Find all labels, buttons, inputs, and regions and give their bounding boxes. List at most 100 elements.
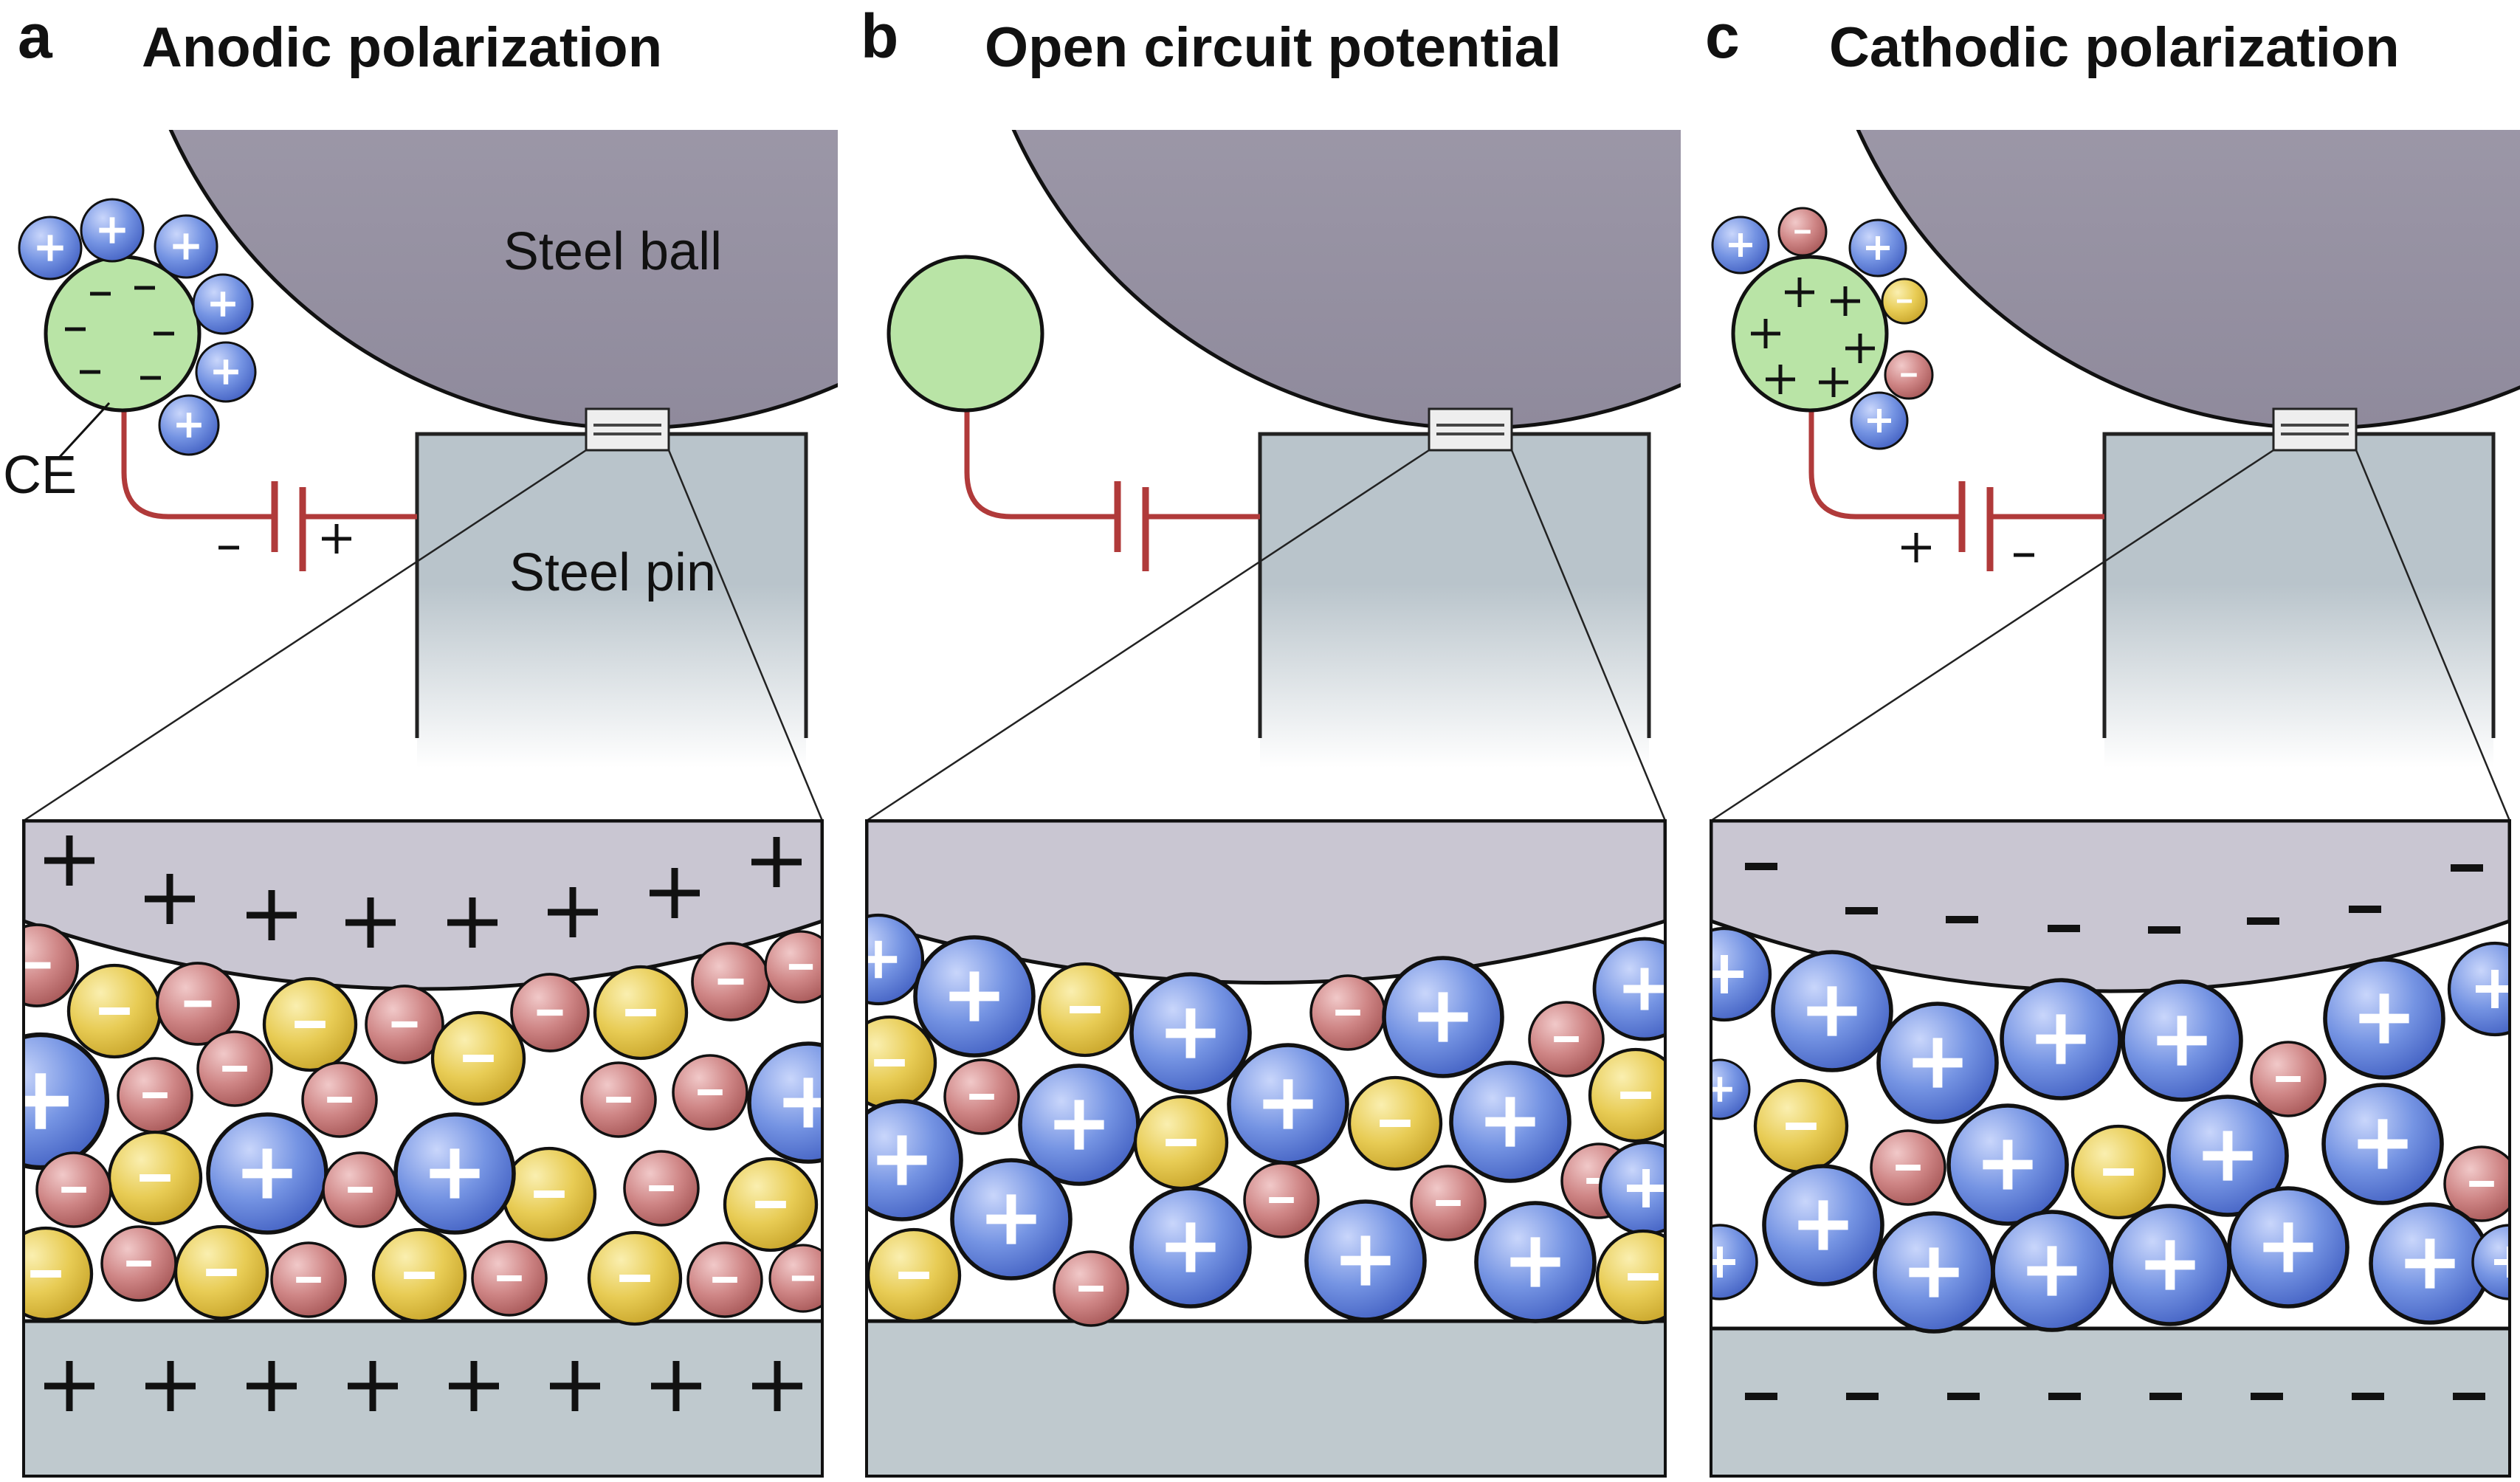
ion-plus-sign <box>1485 1097 1535 1147</box>
large-anion-ion <box>173 1224 269 1320</box>
zoom-guide-left <box>23 449 587 822</box>
panel-title: Open circuit potential <box>985 16 1561 79</box>
large-anion-ion <box>24 1226 94 1322</box>
pin-surface-charge-plus <box>550 1361 600 1411</box>
small-anion-ion <box>623 1150 700 1227</box>
large-anion-ion <box>1037 962 1133 1058</box>
ion-plus-sign <box>2405 1238 2455 1289</box>
electrode-charge-plus <box>1845 334 1875 363</box>
small-anion-ion <box>580 1061 657 1138</box>
large-anion-ion <box>262 976 358 1072</box>
cation-ion <box>24 1032 110 1171</box>
plate-sign-left <box>1901 533 1931 562</box>
large-anion-ion <box>107 1130 203 1226</box>
cation-ion <box>1850 391 1909 450</box>
small-anion-ion <box>1410 1165 1487 1241</box>
electrode-charge-plus <box>1766 365 1795 394</box>
steel-pin <box>417 434 806 768</box>
small-anion-ion <box>156 962 240 1046</box>
cation-ion <box>950 1158 1073 1281</box>
ion-plus-sign <box>213 359 238 385</box>
cation-ion <box>1711 926 1772 1022</box>
ion-plus-sign <box>37 235 63 261</box>
large-anion-ion <box>371 1227 467 1323</box>
ion-plus-sign <box>1263 1079 1313 1129</box>
ion-plus-sign <box>877 1135 927 1185</box>
small-anion-ion <box>100 1225 177 1302</box>
pin-surface-charge-plus <box>247 1361 297 1411</box>
cation-ion <box>1771 950 1893 1072</box>
cation-ion <box>18 216 83 280</box>
small-anion-ion <box>1243 1162 1320 1238</box>
zoomed-contact-inset <box>867 821 1665 1476</box>
ion-plus-sign <box>242 1148 292 1199</box>
pin-surface <box>24 1321 822 1476</box>
inset-frame <box>22 819 824 1478</box>
large-anion-ion <box>867 1015 937 1111</box>
cation-ion <box>2121 979 2243 1102</box>
cation-ion <box>192 273 254 335</box>
top-band <box>0 0 838 130</box>
ce-pointer <box>58 401 111 459</box>
cation-ion <box>1474 1201 1597 1323</box>
small-anion-ion <box>1870 1129 1946 1206</box>
ion-plus-sign <box>1166 1008 1216 1058</box>
ion-plus-sign <box>2027 1246 2077 1296</box>
ion-plus-sign <box>1166 1222 1216 1272</box>
large-anion-ion <box>430 1010 526 1106</box>
cation-ion <box>80 198 145 263</box>
steel-pin-label: Steel pin <box>509 543 716 602</box>
pin-surface-charge-plus <box>449 1361 499 1411</box>
cation-ion <box>2447 941 2510 1037</box>
ion-plus-sign <box>1909 1247 1959 1297</box>
small-anion-ion <box>117 1057 193 1134</box>
large-anion-ion <box>1881 278 1928 325</box>
zoom-guide-right <box>2355 449 2511 821</box>
pin-surface <box>1711 1328 2510 1476</box>
counter-electrode <box>1731 255 1889 413</box>
electrode-charge-plus <box>1785 278 1814 307</box>
circuit-wire-left <box>1808 384 1962 520</box>
ion-plus-sign <box>173 233 199 260</box>
pin-surface-charge-plus <box>651 1361 701 1411</box>
small-anion-ion <box>270 1241 347 1318</box>
ball-surface-charge-plus <box>145 874 195 924</box>
small-anion-ion <box>768 1244 822 1313</box>
ball-surface-charge-plus <box>548 887 598 937</box>
contact-zoom-box <box>1428 407 1513 452</box>
ion-plus-sign <box>2359 993 2409 1044</box>
inset-frame <box>1710 819 2511 1478</box>
cation-ion <box>2369 1202 2491 1325</box>
ion-plus-sign <box>2203 1131 2253 1181</box>
counter-electrode <box>887 255 1044 413</box>
cation-ion <box>1848 218 1907 278</box>
ion-plus-sign <box>1510 1237 1560 1287</box>
ion-plus-sign <box>1807 986 1857 1036</box>
contact-zoom-box <box>2272 407 2358 452</box>
small-anion-ion <box>196 1030 273 1107</box>
ion-plus-sign <box>1866 236 1890 260</box>
panel-letter: b <box>861 1 898 71</box>
electrode-charge-plus <box>1831 286 1860 316</box>
cation-ion <box>2321 1083 2444 1205</box>
large-anion-ion <box>1595 1229 1665 1325</box>
cation-ion <box>2471 1224 2510 1300</box>
panel-open-circuit: b Open circuit potential <box>843 0 1934 1478</box>
pin-surface-charge-plus <box>348 1361 398 1411</box>
ion-plus-sign <box>1729 233 1752 257</box>
cation-ion <box>154 214 218 279</box>
pin-surface-charge-plus <box>145 1361 196 1411</box>
ion-plus-sign <box>783 1078 822 1128</box>
small-anion-ion <box>2250 1041 2327 1117</box>
ion-plus-sign <box>2263 1222 2313 1272</box>
ion-plus-sign <box>2157 1016 2207 1066</box>
large-anion-ion <box>1133 1095 1229 1190</box>
large-anion-ion <box>2070 1124 2166 1220</box>
ion-plus-sign <box>1913 1038 1963 1088</box>
cation-ion <box>1592 937 1665 1041</box>
ion-plus-sign <box>430 1148 480 1199</box>
steel-pin <box>2104 434 2493 768</box>
zoom-guide-left <box>866 449 1430 822</box>
ion-plus-sign <box>2036 1014 2086 1064</box>
